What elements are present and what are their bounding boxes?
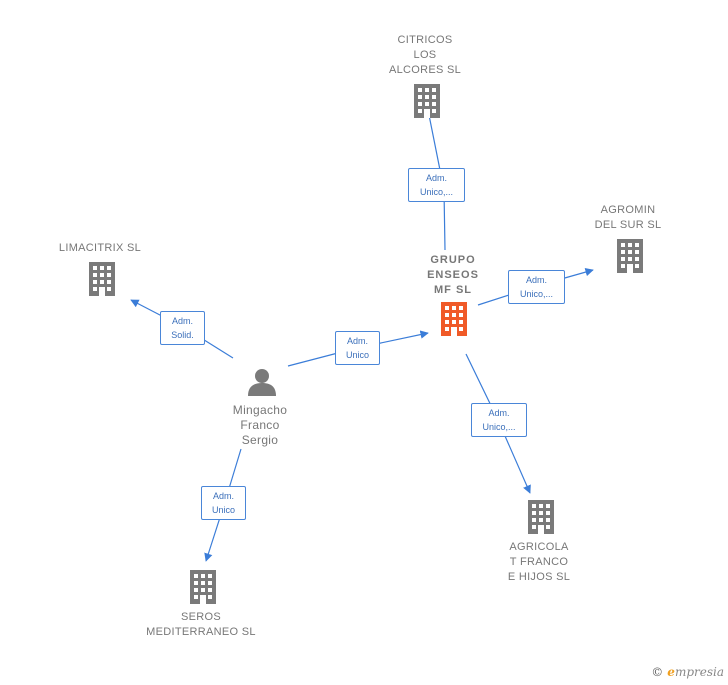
building-icon[interactable]: [528, 500, 554, 534]
node-label-mingacho[interactable]: Mingacho Franco Sergio: [232, 403, 288, 447]
edge-label-mingacho-grupo[interactable]: Adm. Unico: [335, 331, 380, 365]
building-icon[interactable]: [190, 570, 216, 604]
brand-footer: ©empresia: [651, 665, 724, 679]
building-icon[interactable]: [89, 262, 115, 296]
edge-label-grupo-agromin[interactable]: Adm. Unico,...: [508, 270, 565, 304]
brand-logo-initial: e: [667, 665, 675, 679]
node-label-limacitrix[interactable]: LIMACITRIX SL: [58, 242, 142, 254]
person-icon[interactable]: [248, 369, 276, 396]
edge-label-grupo-agricola[interactable]: Adm. Unico,...: [471, 403, 527, 437]
node-label-agricola[interactable]: AGRICOLA T FRANCO E HIJOS SL: [507, 541, 571, 583]
copyright-symbol: ©: [651, 665, 664, 679]
brand-logo-text: mpresia: [674, 665, 724, 679]
node-label-grupo[interactable]: GRUPO ENSEOS MF SL: [427, 254, 479, 296]
node-label-citricos[interactable]: CITRICOS LOS ALCORES SL: [388, 34, 462, 76]
edge-label-grupo-citricos[interactable]: Adm. Unico,...: [408, 168, 465, 202]
node-label-agromin[interactable]: AGROMIN DEL SUR SL: [594, 204, 662, 231]
building-icon[interactable]: [441, 302, 467, 336]
node-label-seros[interactable]: SEROS MEDITERRANEO SL: [146, 611, 256, 638]
building-icon[interactable]: [414, 84, 440, 118]
edge-label-mingacho-seros[interactable]: Adm. Unico: [201, 486, 246, 520]
building-icon[interactable]: [617, 239, 643, 273]
edge-label-mingacho-limacitrix[interactable]: Adm. Solid.: [160, 311, 205, 345]
